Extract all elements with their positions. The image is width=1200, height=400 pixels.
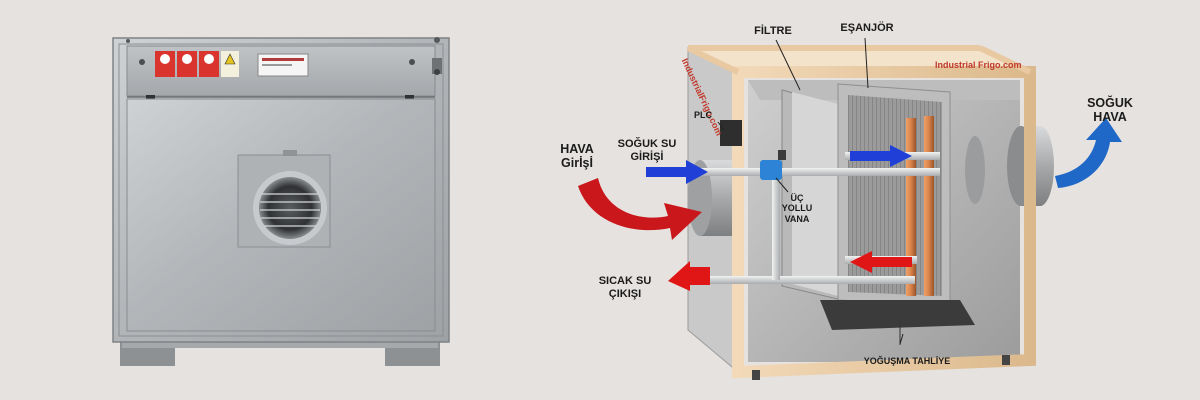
air-inlet-label: HAVA Girİşİ bbox=[560, 142, 594, 171]
condensate-drain-label: YOĞUŞMA TAHLİYE bbox=[863, 356, 951, 366]
cold-air-outlet-arrow bbox=[1055, 118, 1122, 188]
cold-water-inlet-label: SOĞUK SU GİRİŞİ bbox=[617, 138, 677, 163]
plc-label: PLC bbox=[694, 110, 712, 120]
three-way-valve-label: ÜÇ YOLLU VANA bbox=[781, 193, 813, 224]
ahu-cutaway-diagram bbox=[578, 37, 1122, 380]
hot-water-out-arrow bbox=[668, 261, 710, 291]
hot-water-coil-arrow bbox=[850, 251, 912, 273]
cold-water-in-arrow bbox=[646, 160, 708, 184]
filter-label: FİLTRE bbox=[754, 25, 792, 37]
cold-water-coil-arrow bbox=[850, 145, 912, 167]
ahu-front-photo bbox=[112, 37, 450, 366]
brand-top-text: Industrial Frigo.com bbox=[935, 60, 1022, 70]
hot-water-outlet-label: SICAK SU ÇIKIŞI bbox=[598, 275, 652, 300]
air-inlet-arrow bbox=[578, 178, 702, 240]
cold-air-label: SOĞUK HAVA bbox=[1087, 96, 1133, 125]
heat-exchanger-label: EŞANJÖR bbox=[840, 22, 894, 34]
